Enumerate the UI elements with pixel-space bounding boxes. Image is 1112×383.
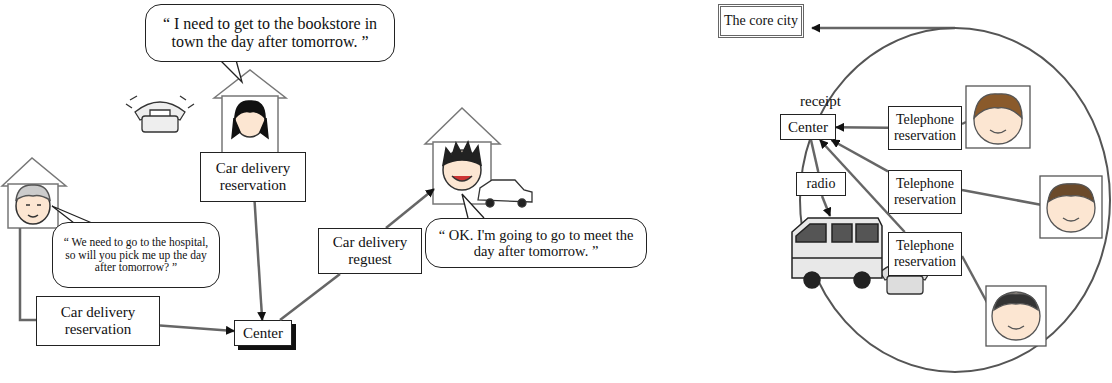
node-text: “ I need to get to the bookstore in town…: [154, 15, 386, 51]
node-text: Telephone reservation: [889, 238, 961, 269]
node-label: “ We need to go to the hospital, so will…: [61, 236, 211, 275]
speech-bubble: “ I need to get to the bookstore in town…: [145, 4, 395, 62]
city-box: The core city: [718, 4, 804, 38]
node-text: Telephone reservation: [889, 112, 961, 143]
node-text: Center: [243, 325, 283, 342]
flow-arrow: [811, 140, 818, 172]
label-box: Car delivery reservation: [36, 296, 160, 346]
node-text: radio: [807, 176, 836, 192]
node-label: Center: [788, 119, 828, 136]
node-label: Car delivery reservation: [201, 160, 305, 194]
label-box: Car delivery reguest: [318, 228, 422, 274]
node-text: “ OK. I'm going to go to meet the day af…: [434, 227, 638, 259]
label-box: radio: [796, 172, 846, 196]
node-text: The core city: [724, 13, 798, 29]
car-icon: [478, 180, 532, 207]
node-text: “ We need to go to the hospital, so will…: [61, 236, 211, 275]
node-text: Telephone reservation: [889, 176, 961, 207]
leader-lines: [20, 28, 1042, 320]
flow-arrow: [831, 140, 888, 171]
label-box: Telephone reservation: [888, 170, 962, 214]
node-text: Center: [788, 119, 828, 136]
free-label: receipt: [800, 93, 841, 110]
node-label: radio: [807, 176, 836, 192]
center-box: Center: [234, 320, 292, 346]
label-box: Telephone reservation: [888, 106, 962, 150]
node-text: Car delivery reguest: [319, 234, 421, 268]
face-icons: [966, 86, 1102, 346]
house-old-woman: [2, 158, 66, 228]
node-text: Car delivery reservation: [37, 304, 159, 338]
node-label: “ OK. I'm going to go to meet the day af…: [434, 227, 638, 259]
house-woman: [214, 70, 286, 154]
center-box: Center: [780, 114, 836, 140]
node-label: Telephone reservation: [889, 238, 961, 269]
circulation-route: [800, 28, 1110, 372]
node-label: Car delivery reservation: [37, 304, 159, 338]
speech-bubble: “ We need to go to the hospital, so will…: [52, 222, 220, 288]
telephone-icon: [126, 96, 194, 132]
flow-arrow: [160, 326, 234, 331]
flow-arrow: [255, 202, 263, 320]
node-label: Telephone reservation: [889, 112, 961, 143]
flow-arrow: [280, 274, 340, 320]
node-label: The core city: [724, 13, 798, 29]
node-text: Car delivery reservation: [201, 160, 305, 194]
label-box: Telephone reservation: [888, 232, 962, 276]
flow-arrow: [836, 126, 888, 129]
node-label: “ I need to get to the bookstore in town…: [154, 15, 386, 51]
speech-bubble: “ OK. I'm going to go to meet the day af…: [425, 218, 647, 268]
van-icon: [792, 218, 882, 288]
node-label: Center: [243, 325, 283, 342]
label-box: Car delivery reservation: [200, 152, 306, 202]
bubble-tail: [52, 60, 484, 223]
node-label: Telephone reservation: [889, 176, 961, 207]
node-label: Car delivery reguest: [319, 234, 421, 268]
